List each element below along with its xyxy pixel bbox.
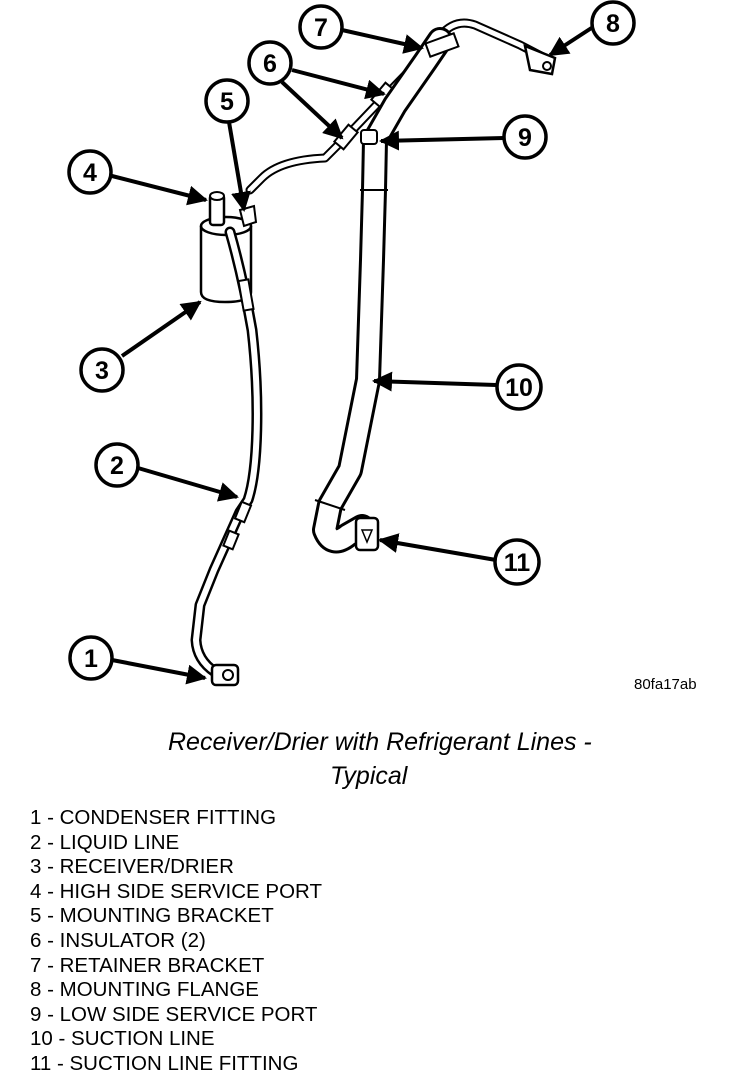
legend-item: 8 - MOUNTING FLANGE (30, 978, 259, 1002)
figure-code: 80fa17ab (634, 676, 697, 693)
svg-text:1: 1 (84, 645, 98, 673)
leader-arrow-10 (372, 371, 497, 392)
svg-text:5: 5 (220, 88, 234, 116)
leader-arrow-8 (548, 25, 595, 57)
caption-line-1: Receiver/Drier with Refrigerant Lines - (168, 728, 592, 756)
leader-arrow-3 (120, 300, 202, 358)
legend-item: 3 - RECEIVER/DRIER (30, 855, 234, 879)
legend-item: 9 - LOW SIDE SERVICE PORT (30, 1002, 318, 1026)
svg-text:3: 3 (95, 357, 109, 385)
leader-arrow-9 (379, 130, 505, 151)
suction-line-fitting (354, 516, 380, 552)
svg-text:10: 10 (505, 374, 533, 402)
low-side-service-port (360, 129, 378, 145)
legend-item: 6 - INSULATOR (2) (30, 928, 206, 952)
svg-text:7: 7 (314, 14, 328, 42)
leader-arrow-5 (227, 121, 251, 212)
legend-item: 4 - HIGH SIDE SERVICE PORT (30, 879, 323, 903)
legend-item: 5 - MOUNTING BRACKET (30, 904, 274, 928)
callout-2: 2 (94, 442, 140, 488)
leader-arrow-1 (111, 658, 207, 685)
svg-text:9: 9 (518, 124, 532, 152)
callout-5: 5 (204, 78, 250, 124)
leader-arrows (111, 25, 595, 685)
legend-item: 7 - RETAINER BRACKET (30, 953, 265, 977)
legend-item: 1 - CONDENSER FITTING (30, 806, 277, 829)
callout-8: 8 (590, 0, 636, 46)
refrigerant-lines-diagram: 1 2 3 4 5 6 7 8 9 10 11 (67, 0, 636, 687)
condenser-fitting (210, 663, 240, 687)
leader-arrow-4 (111, 174, 208, 206)
liquid-line (190, 226, 263, 678)
callout-1: 1 (68, 635, 114, 681)
svg-text:8: 8 (606, 10, 620, 38)
leader-arrow-7 (341, 28, 424, 54)
callout-9: 9 (502, 114, 548, 160)
leader-arrow-6a (291, 68, 386, 100)
legend-item: 10 - SUCTION LINE (30, 1027, 215, 1051)
svg-text:2: 2 (110, 452, 124, 480)
leader-arrow-6b (280, 80, 344, 140)
callout-6: 6 (247, 40, 293, 86)
retainer-bracket (424, 32, 460, 58)
svg-text:6: 6 (263, 50, 277, 78)
svg-text:11: 11 (504, 549, 531, 577)
legend-item: 2 - LIQUID LINE (30, 830, 180, 854)
legend-item: 11 - SUCTION LINE FITTING (30, 1051, 299, 1075)
mounting-flange (523, 43, 557, 76)
suction-line (312, 27, 453, 554)
callout-11: 11 (493, 538, 541, 586)
callout-4: 4 (67, 149, 113, 195)
parts-legend: 1 - CONDENSER FITTING 2 - LIQUID LINE 3 … (30, 806, 322, 1077)
callout-10: 10 (495, 363, 543, 411)
leader-arrow-11 (378, 533, 497, 562)
callout-3: 3 (79, 347, 125, 393)
callout-7: 7 (298, 4, 344, 50)
leader-arrow-2 (137, 466, 239, 502)
svg-text:4: 4 (83, 159, 97, 187)
caption-line-2: Typical (330, 762, 408, 790)
